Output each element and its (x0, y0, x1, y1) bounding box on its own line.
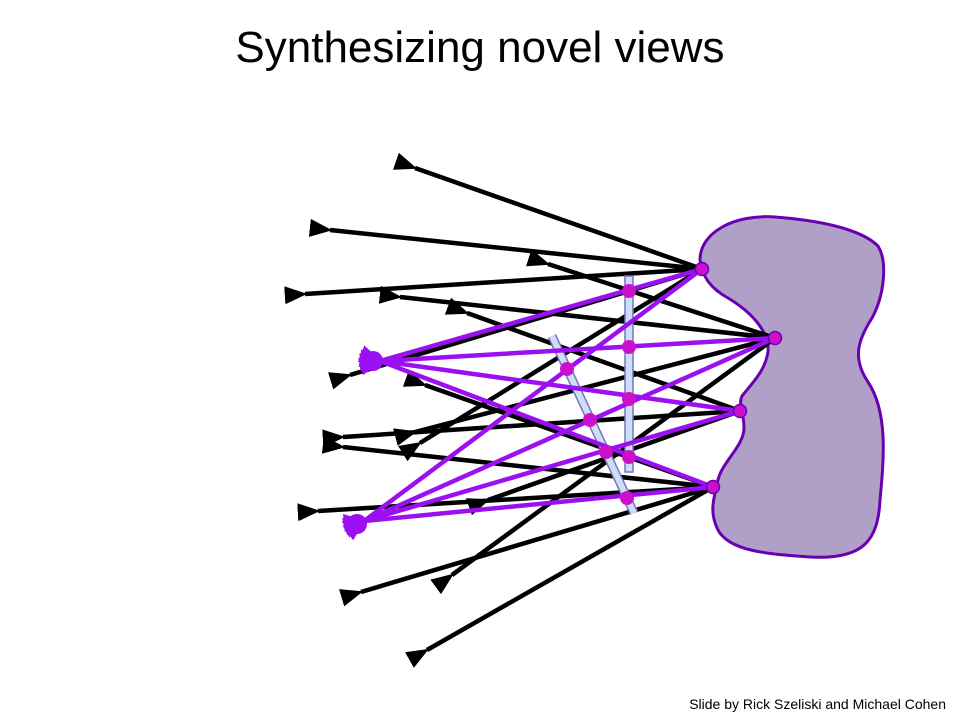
novel-viewpoint-bottom (347, 514, 367, 534)
black-rays (284, 152, 777, 668)
sample-point (622, 284, 636, 298)
black-ray (393, 335, 776, 446)
surface-point (767, 330, 783, 346)
sample-point (599, 445, 613, 459)
plane-sample-points (560, 284, 636, 505)
sample-point (622, 340, 636, 354)
novel-viewpoint-top (363, 351, 383, 371)
slide-credit: Slide by Rick Szeliski and Michael Cohen (689, 696, 946, 712)
sample-point (620, 491, 634, 505)
purple-rays (341, 266, 776, 541)
object-surface-points (694, 261, 783, 495)
sample-point (583, 413, 597, 427)
black-ray (339, 484, 714, 607)
purple-ray (341, 335, 776, 538)
black-ray (465, 408, 741, 516)
image-plane-vertical (624, 275, 634, 473)
purple-ray (357, 345, 714, 490)
sample-point (622, 392, 636, 406)
purple-ray (342, 484, 714, 532)
surface-point (732, 403, 748, 419)
purple-ray (342, 267, 704, 541)
purple-ray (359, 335, 776, 372)
black-ray (392, 152, 703, 272)
sample-point (560, 362, 574, 376)
black-ray (321, 435, 714, 490)
black-ray (308, 218, 703, 272)
sample-point (622, 450, 636, 464)
black-ray (444, 297, 741, 414)
purple-ray (358, 349, 741, 414)
object-blob (698, 215, 886, 559)
surface-point (694, 261, 710, 277)
slide-title: Synthesizing novel views (235, 23, 725, 72)
surface-point (705, 479, 721, 495)
black-ray (284, 266, 703, 305)
purple-ray (342, 408, 741, 536)
purple-ray (358, 266, 703, 376)
black-ray (404, 485, 715, 668)
